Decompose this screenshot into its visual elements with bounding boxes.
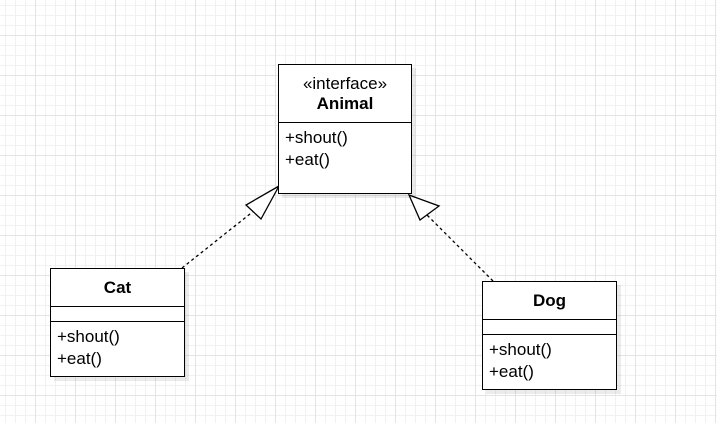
operation: +shout() <box>285 128 348 147</box>
class-cat-attributes <box>51 307 184 322</box>
class-animal-name: Animal <box>316 93 374 113</box>
arrowhead-dog-animal <box>407 193 441 222</box>
realization-cat-animal[interactable] <box>181 184 281 269</box>
class-dog-attributes <box>483 320 616 335</box>
operation: +eat() <box>57 349 102 368</box>
class-cat-header: Cat <box>51 269 184 307</box>
class-cat-name: Cat <box>103 277 132 297</box>
class-dog-name: Dog <box>532 290 567 310</box>
class-animal-header: «interface» Animal <box>279 65 411 123</box>
class-animal-operations: +shout() +eat() <box>279 123 411 175</box>
class-animal[interactable]: «interface» Animal +shout() +eat() <box>278 64 412 194</box>
dashed-line-cat-animal <box>181 205 261 269</box>
realization-dog-animal[interactable] <box>407 193 494 282</box>
operation: +eat() <box>489 362 534 381</box>
class-cat[interactable]: Cat +shout() +eat() <box>50 268 185 377</box>
class-dog-header: Dog <box>483 282 616 320</box>
operation: +shout() <box>57 327 120 346</box>
dashed-line-dog-animal <box>425 213 494 282</box>
arrowhead-cat-animal <box>244 184 281 221</box>
operation: +eat() <box>285 150 330 169</box>
operation: +shout() <box>489 340 552 359</box>
class-dog[interactable]: Dog +shout() +eat() <box>482 281 617 390</box>
class-dog-operations: +shout() +eat() <box>483 335 616 387</box>
class-animal-stereotype: «interface» <box>302 73 388 93</box>
class-cat-operations: +shout() +eat() <box>51 322 184 374</box>
